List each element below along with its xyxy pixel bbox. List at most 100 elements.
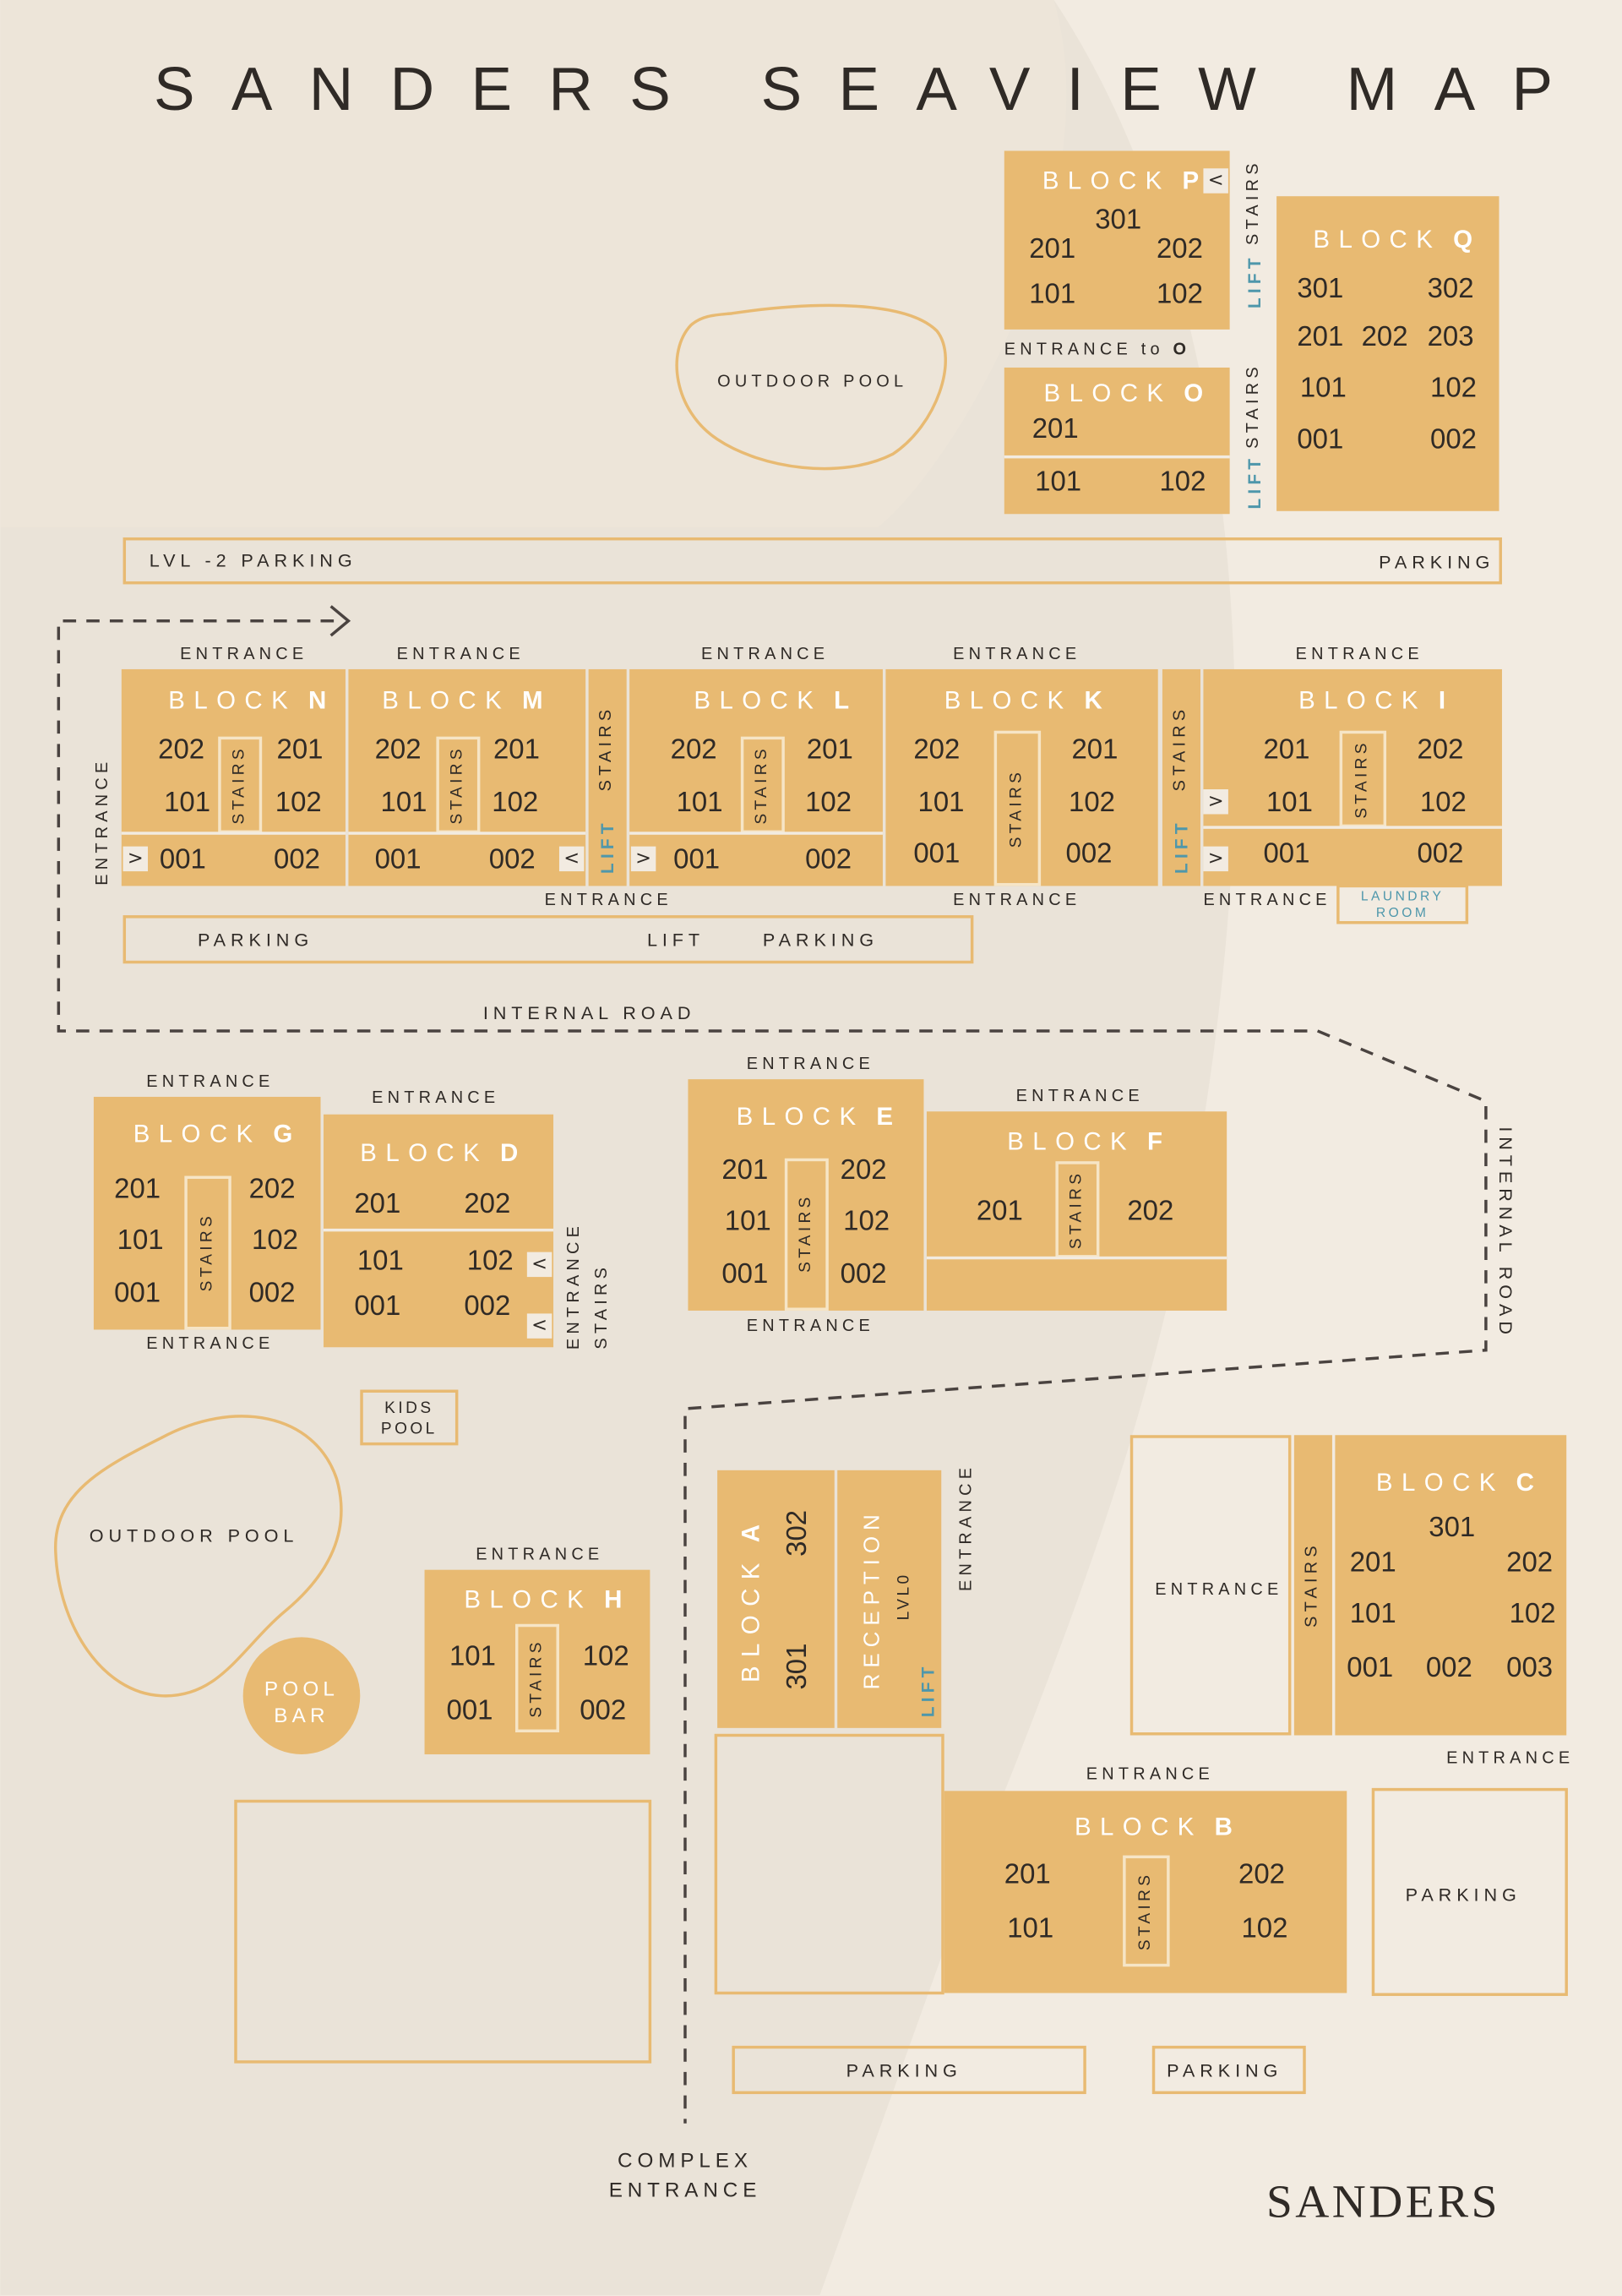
unit-201: 201 — [1071, 734, 1119, 766]
block-title: BLOCKA — [737, 1515, 765, 1683]
stairs-label: STAIRS — [1136, 1871, 1155, 1951]
unit-001: 001 — [446, 1695, 493, 1727]
entrance-label: ENTRANCE — [957, 1463, 976, 1592]
entrance-label: ENTRANCE — [701, 646, 830, 664]
reception: RECEPTION LVL0 LIFT — [837, 1470, 942, 1728]
entrance-label: ENTRANCE — [1086, 1765, 1215, 1784]
divider — [629, 832, 883, 835]
unit-201: 201 — [1004, 1859, 1051, 1891]
unit-201: 201 — [1029, 234, 1076, 265]
reception-label: RECEPTION — [860, 1508, 885, 1690]
unit-002: 002 — [464, 1291, 511, 1323]
stairs-label: STAIRS — [198, 1212, 216, 1292]
unit-001: 001 — [374, 844, 422, 876]
unit-002: 002 — [1430, 424, 1477, 455]
unit-001: 001 — [159, 844, 206, 876]
stairs-box — [1123, 1855, 1170, 1967]
pool-bar-circle — [242, 1637, 361, 1755]
stairs-label: STAIRS — [527, 1639, 546, 1718]
divider — [348, 832, 586, 835]
divider — [1203, 826, 1502, 829]
unit-102: 102 — [1419, 788, 1467, 819]
outdoor-pool-top-shape — [675, 303, 947, 471]
unit-202: 202 — [248, 1174, 296, 1206]
unit-001: 001 — [1263, 838, 1310, 870]
stairs-lift-core-ml: STAIRS LIFT — [588, 668, 627, 886]
lift-text-label: LIFT — [646, 930, 705, 951]
parking-label: PARKING — [762, 930, 879, 951]
lvl-2-parking-area: LVL -2 PARKING PARKING — [122, 537, 1502, 585]
unit-101: 101 — [1029, 279, 1076, 311]
arrow-left-icon: < — [558, 846, 585, 872]
unit-002: 002 — [580, 1695, 627, 1727]
unit-102: 102 — [275, 788, 322, 819]
unit-201: 201 — [1031, 414, 1079, 445]
unit-302: 302 — [1427, 274, 1474, 305]
arrow-right-icon: > — [122, 846, 149, 872]
unit-201: 201 — [1297, 322, 1344, 353]
unit-202: 202 — [1238, 1859, 1285, 1891]
unit-102: 102 — [843, 1206, 890, 1238]
stairs-label: STAIRS — [230, 745, 248, 825]
block-a: BLOCKA 302 301 — [717, 1470, 835, 1728]
unit-202: 202 — [840, 1155, 887, 1186]
lift-label: LIFT — [1244, 454, 1265, 510]
divider — [323, 1228, 554, 1232]
stairs-label: STAIRS — [753, 745, 771, 825]
unit-202: 202 — [1417, 734, 1464, 766]
empty-area-below-a — [714, 1733, 944, 1995]
unit-202: 202 — [670, 734, 717, 766]
unit-101: 101 — [449, 1641, 496, 1672]
unit-201: 201 — [1349, 1547, 1396, 1579]
entrance-label: ENTRANCE — [94, 757, 112, 886]
unit-101: 101 — [1007, 1913, 1054, 1945]
lift-label: LIFT — [1244, 254, 1265, 309]
parking-area-row: PARKING LIFT PARKING — [122, 915, 974, 964]
complex-entrance-label-1: COMPLEX — [618, 2148, 753, 2172]
divider — [926, 1256, 1227, 1260]
unit-202: 202 — [158, 734, 205, 766]
unit-001: 001 — [354, 1291, 401, 1323]
unit-002: 002 — [274, 844, 320, 876]
unit-102: 102 — [466, 1246, 514, 1278]
unit-102: 102 — [1159, 466, 1206, 499]
parking-label: PARKING — [846, 2060, 962, 2081]
unit-002: 002 — [1425, 1653, 1472, 1684]
unit-201: 201 — [976, 1196, 1023, 1228]
arrow-right-icon: > — [630, 846, 656, 872]
unit-201: 201 — [721, 1155, 769, 1186]
unit-201: 201 — [276, 734, 324, 766]
entrance-label: ENTRANCE — [746, 1317, 875, 1336]
divider — [121, 832, 346, 835]
unit-002: 002 — [1417, 838, 1464, 870]
unit-001: 001 — [721, 1259, 769, 1290]
stairs-label: STAIRS — [1008, 768, 1026, 848]
parking-area-bottom-2: PARKING — [1151, 2045, 1306, 2095]
unit-001: 001 — [114, 1278, 161, 1310]
unit-202: 202 — [464, 1189, 511, 1220]
unit-202: 202 — [374, 734, 422, 766]
entrance-label: ENTRANCE — [1015, 1088, 1144, 1106]
parking-area-bottom-1: PARKING — [732, 2045, 1086, 2095]
lvl-2-parking-label: LVL -2 PARKING — [149, 550, 357, 571]
unit-101: 101 — [117, 1225, 164, 1257]
entrance-label: ENTRANCE — [396, 646, 525, 664]
unit-101: 101 — [676, 788, 723, 819]
entrance-label: ENTRANCE — [476, 1546, 604, 1564]
unit-101: 101 — [380, 788, 427, 819]
stairs-label: STAIRS — [1353, 739, 1371, 819]
unit-301: 301 — [782, 1643, 814, 1690]
